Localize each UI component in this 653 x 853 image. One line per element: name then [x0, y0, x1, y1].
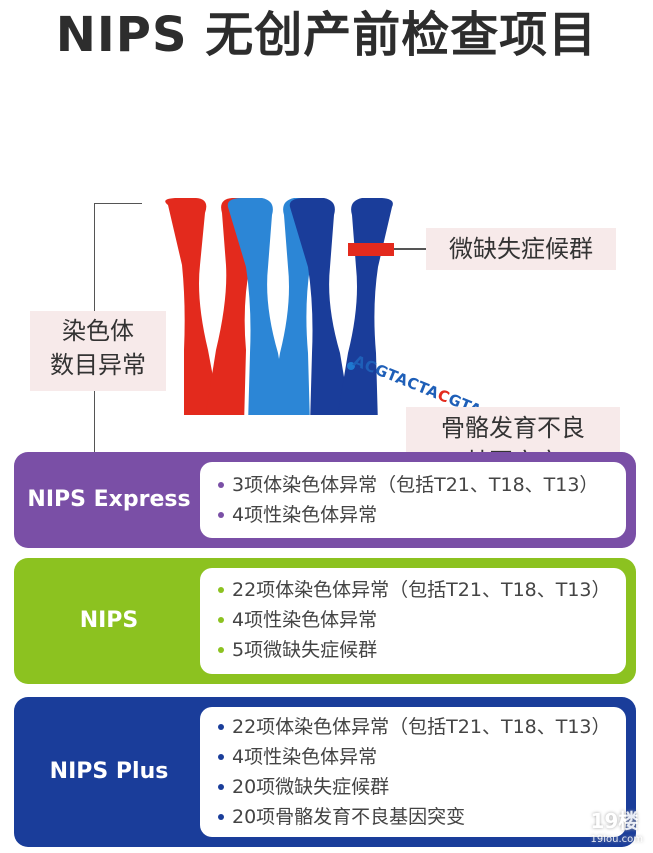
panel-name: NIPS Express [27, 487, 191, 512]
list-item: 4项性染色体异常 [218, 500, 626, 530]
panel-content: 22项体染色体异常（包括T21、T18、T13） 4项性染色体异常 5项微缺失症… [200, 568, 626, 674]
panel-content: 22项体染色体异常（包括T21、T18、T13） 4项性染色体异常 20项微缺失… [200, 707, 626, 837]
list-item: 3项体染色体异常（包括T21、T18、T13） [218, 470, 626, 500]
page-title: NIPS 无创产前检查项目 [55, 7, 598, 63]
panel-content: 3项体染色体异常（包括T21、T18、T13） 4项性染色体异常 [200, 462, 626, 538]
panel-name: NIPS [79, 608, 139, 633]
panel-nips-plus: NIPS Plus 22项体染色体异常（包括T21、T18、T13） 4项性染色… [14, 697, 636, 847]
list-item: 4项性染色体异常 [218, 605, 626, 635]
chromosome-illustration [165, 198, 394, 415]
list-item: 22项体染色体异常（包括T21、T18、T13） [218, 575, 626, 605]
panel-nips: NIPS 22项体染色体异常（包括T21、T18、T13） 4项性染色体异常 5… [14, 558, 636, 684]
microdeletion-leader-line [394, 248, 426, 250]
list-item: 22项体染色体异常（包括T21、T18、T13） [218, 712, 626, 742]
panel-nips-express: NIPS Express 3项体染色体异常（包括T21、T18、T13） 4项性… [14, 452, 636, 548]
chromosome-diagram: 染色体 数目异常 微缺失症候群 ACGTACTACGTAC 骨骼发育不良 基因突… [0, 95, 653, 500]
gene-dot-icon [347, 362, 355, 370]
microdeletion-label: 微缺失症候群 [426, 228, 616, 270]
bone-label-line1: 骨骼发育不良 [441, 414, 585, 442]
aneuploid-label-line1: 染色体 [62, 317, 134, 345]
microdeletion-band [348, 243, 394, 256]
aneuploid-label-line2: 数目异常 [50, 351, 146, 379]
list-item: 20项微缺失症候群 [218, 772, 626, 802]
list-item: 5项微缺失症候群 [218, 635, 626, 665]
panel-name: NIPS Plus [49, 759, 169, 784]
chromosome-dark-blue-icon [289, 198, 394, 415]
list-item: 4项性染色体异常 [218, 742, 626, 772]
list-item: 20项骨骼发育不良基因突变 [218, 802, 626, 832]
watermark-text: 19楼 [590, 809, 639, 833]
watermark-logo: 19楼 19lou.com [591, 805, 644, 845]
watermark-sub: 19lou.com [590, 834, 644, 845]
aneuploid-label: 染色体 数目异常 [30, 311, 166, 391]
